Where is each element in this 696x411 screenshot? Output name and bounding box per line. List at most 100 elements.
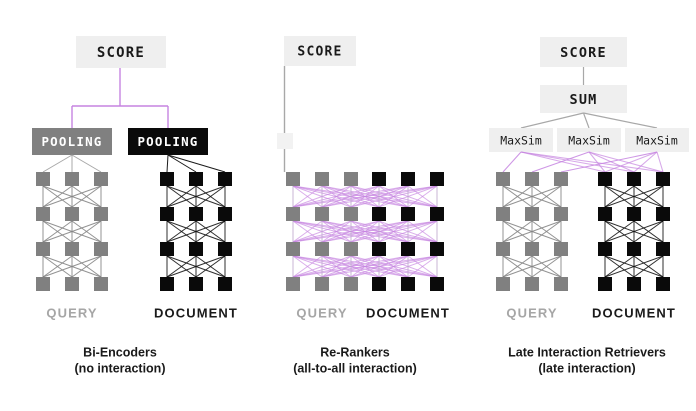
document-token [160, 242, 174, 256]
query-label: QUERY [296, 305, 347, 320]
all-to-all-link [292, 185, 438, 208]
caption-subtitle: (all-to-all interaction) [293, 361, 417, 375]
query-label: QUERY [46, 305, 97, 320]
document-token [218, 172, 232, 186]
score-label: SCORE [297, 45, 342, 60]
query-wire [71, 185, 102, 208]
query-layer-wires [502, 185, 562, 208]
pooling-doc-label: POOLING [137, 134, 198, 149]
query-wire [42, 220, 102, 243]
document-token [598, 207, 612, 221]
document-token [218, 242, 232, 256]
query-token [496, 172, 510, 186]
query-token [344, 277, 358, 291]
document-wire [195, 255, 226, 278]
query-token [344, 242, 358, 256]
maxsim-document-link [656, 151, 664, 173]
maxsim-document-link [520, 151, 664, 173]
caption-title: Bi-Encoders [83, 345, 157, 359]
document-wire [195, 185, 226, 208]
query-stack [36, 172, 108, 291]
document-wire [633, 255, 664, 278]
query-wire [42, 185, 73, 208]
query-token [554, 207, 568, 221]
score-label: SCORE [97, 45, 145, 61]
query-wire [502, 185, 533, 208]
maxsim-box [625, 128, 689, 152]
pool-fan-document [167, 154, 197, 173]
query-token [525, 242, 539, 256]
query-layer-wires [502, 255, 562, 278]
maxsim-document-link [588, 151, 606, 173]
cls-token-square [277, 133, 293, 149]
maxsim-query-link [560, 151, 658, 173]
all-to-all-link [407, 255, 438, 278]
all-to-all-link [292, 220, 323, 243]
document-wire [604, 255, 664, 278]
document-layer-wires [166, 255, 226, 278]
query-wire [502, 220, 562, 243]
query-token [496, 242, 510, 256]
query-wire [502, 220, 533, 243]
all-to-all-link [407, 220, 438, 243]
all-to-all-band [292, 185, 438, 208]
query-token [315, 172, 329, 186]
sum-to-maxsim [520, 112, 584, 129]
document-token [218, 277, 232, 291]
document-token [372, 172, 386, 186]
pool-fan-document [167, 154, 226, 173]
pooling-query-label: POOLING [41, 134, 102, 149]
document-token [430, 172, 444, 186]
document-layer-wires [604, 255, 664, 278]
query-label: QUERY [506, 305, 557, 320]
document-token [189, 242, 203, 256]
document-layer-wires [604, 185, 664, 208]
maxsim-document-link [604, 151, 658, 173]
query-token [36, 207, 50, 221]
score-box [540, 37, 627, 67]
query-token [65, 172, 79, 186]
pooling-box-document [128, 128, 208, 155]
query-token [65, 277, 79, 291]
caption-title: Late Interaction Retrievers [508, 345, 666, 359]
query-wire [502, 185, 562, 208]
maxsim-document-link [633, 151, 658, 173]
query-token [315, 207, 329, 221]
caption-title: Re-Rankers [320, 345, 390, 359]
pool-fan-query [71, 154, 102, 173]
document-wire [604, 185, 635, 208]
query-wire [502, 255, 562, 278]
all-to-all-link [292, 185, 323, 208]
document-token [372, 207, 386, 221]
sum-label: SUM [570, 92, 598, 108]
document-wire [166, 220, 197, 243]
document-token [598, 242, 612, 256]
query-token [286, 172, 300, 186]
document-layer-wires [604, 220, 664, 243]
document-token [627, 172, 641, 186]
document-token [189, 172, 203, 186]
all-to-all-link [292, 185, 380, 208]
document-wire [604, 220, 635, 243]
query-wire [71, 220, 102, 243]
query-token [525, 207, 539, 221]
document-layer-wires [166, 220, 226, 243]
document-token [372, 242, 386, 256]
query-token [554, 277, 568, 291]
query-wire [42, 255, 102, 278]
document-wire [166, 255, 226, 278]
query-token [36, 172, 50, 186]
pooling-box-query [32, 128, 112, 155]
maxsim-query-link [531, 151, 590, 173]
document-token [598, 172, 612, 186]
query-token [344, 172, 358, 186]
query-token [525, 277, 539, 291]
caption-subtitle: (no interaction) [75, 361, 166, 375]
document-label: DOCUMENT [592, 305, 676, 320]
query-layer-wires [42, 255, 102, 278]
maxsim-label: MaxSim [636, 134, 678, 148]
document-wire [633, 185, 664, 208]
query-token [525, 172, 539, 186]
